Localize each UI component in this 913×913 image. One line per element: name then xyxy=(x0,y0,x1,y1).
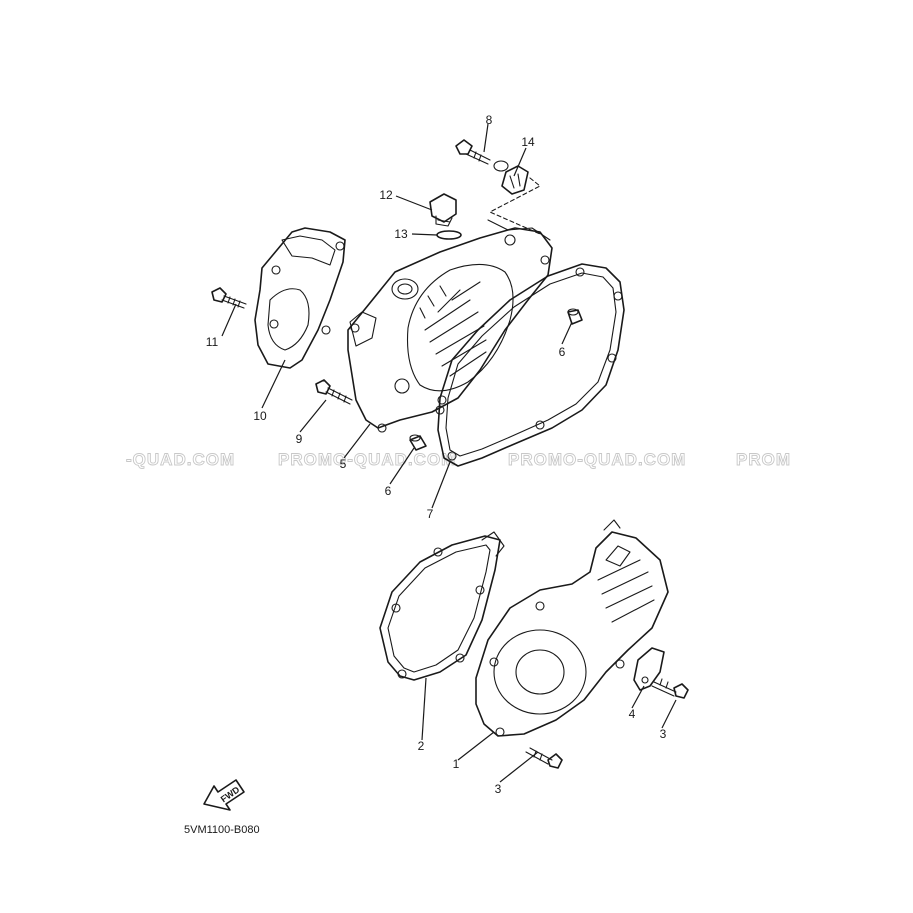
callout-numbers: 1 2 3 3 4 5 6 6 7 8 9 10 11 12 13 14 xyxy=(206,113,667,796)
part-2-gasket xyxy=(379,531,505,681)
callout-7: 7 xyxy=(427,507,434,521)
part-14-clip xyxy=(489,165,541,235)
part-9-bolt xyxy=(315,379,353,405)
callout-8: 8 xyxy=(486,113,493,127)
part-10-cover xyxy=(254,227,346,369)
part-4-bracket xyxy=(633,647,665,691)
part-3-bolt-right xyxy=(651,678,689,699)
watermark: -QUAD.COM PROMO-QUAD.COM PROMO-QUAD.COM … xyxy=(126,450,791,470)
callout-6-lower: 6 xyxy=(385,484,392,498)
callout-12: 12 xyxy=(379,188,393,202)
watermark-text-3: PROMO-QUAD.COM xyxy=(508,450,686,469)
callout-4: 4 xyxy=(629,707,636,721)
part-13-o-ring xyxy=(436,230,462,240)
part-11-bolt xyxy=(211,287,247,309)
part-3-bolt-lower xyxy=(525,747,563,769)
watermark-text-2: PROMO-QUAD.COM xyxy=(278,450,456,469)
callout-11: 11 xyxy=(206,335,219,349)
callout-9: 9 xyxy=(296,432,303,446)
callout-2: 2 xyxy=(418,739,425,753)
callout-3-right: 3 xyxy=(660,727,667,741)
part-8-bolt xyxy=(455,139,509,172)
callout-10: 10 xyxy=(253,409,267,423)
part-12-cap xyxy=(429,193,457,227)
fwd-arrow-icon: FWD xyxy=(203,779,245,811)
part-1-magneto-cover xyxy=(475,519,669,737)
callout-5: 5 xyxy=(340,457,347,471)
callout-1: 1 xyxy=(453,757,460,771)
part-6-dowel-pin-lower xyxy=(409,434,427,451)
callout-13: 13 xyxy=(394,227,408,241)
callout-3-lower: 3 xyxy=(495,782,502,796)
callout-14: 14 xyxy=(521,135,535,149)
callout-6-upper: 6 xyxy=(559,345,566,359)
watermark-text-1: -QUAD.COM xyxy=(126,450,235,469)
part-5-crankcase-cover xyxy=(347,219,553,433)
leader-lines xyxy=(221,123,677,783)
diagram-code: 5VM1100-B080 xyxy=(184,824,260,836)
part-6-dowel-pin-upper xyxy=(567,308,583,325)
part-7-gasket xyxy=(437,263,625,467)
watermark-text-4: PROM xyxy=(736,450,791,469)
